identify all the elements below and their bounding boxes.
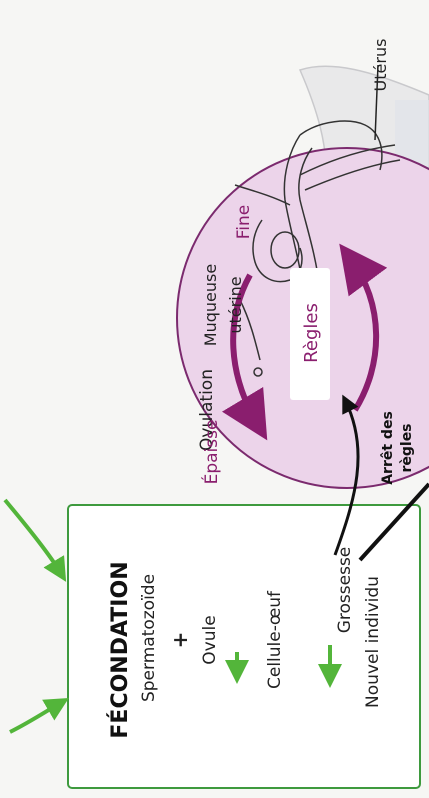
nouvel-individu-label: Nouvel individu (363, 576, 383, 708)
green-incoming-arrow-bottom (10, 702, 62, 732)
label-regles: Règles (301, 303, 322, 363)
ovule-label: Ovule (200, 615, 220, 664)
label-arret-line1: Arrêt des (380, 411, 396, 485)
label-epaisse: Épaisse (200, 420, 222, 485)
label-arret-line2: règles (399, 423, 415, 472)
green-incoming-arrow-top (5, 500, 62, 575)
plus-sign: + (168, 632, 192, 649)
cellule-oeuf-label: Cellule-œuf (265, 590, 285, 689)
label-uterine: utérine (226, 276, 245, 333)
fecondation-title: FÉCONDATION (107, 561, 133, 738)
label-uterus: Utérus (371, 39, 390, 92)
spermatozoide-label: Spermatozoïde (139, 574, 159, 702)
label-fine: Fine (234, 205, 254, 240)
label-muqueuse: Muqueuse (201, 264, 220, 346)
grossesse-label: Grossesse (335, 547, 355, 634)
